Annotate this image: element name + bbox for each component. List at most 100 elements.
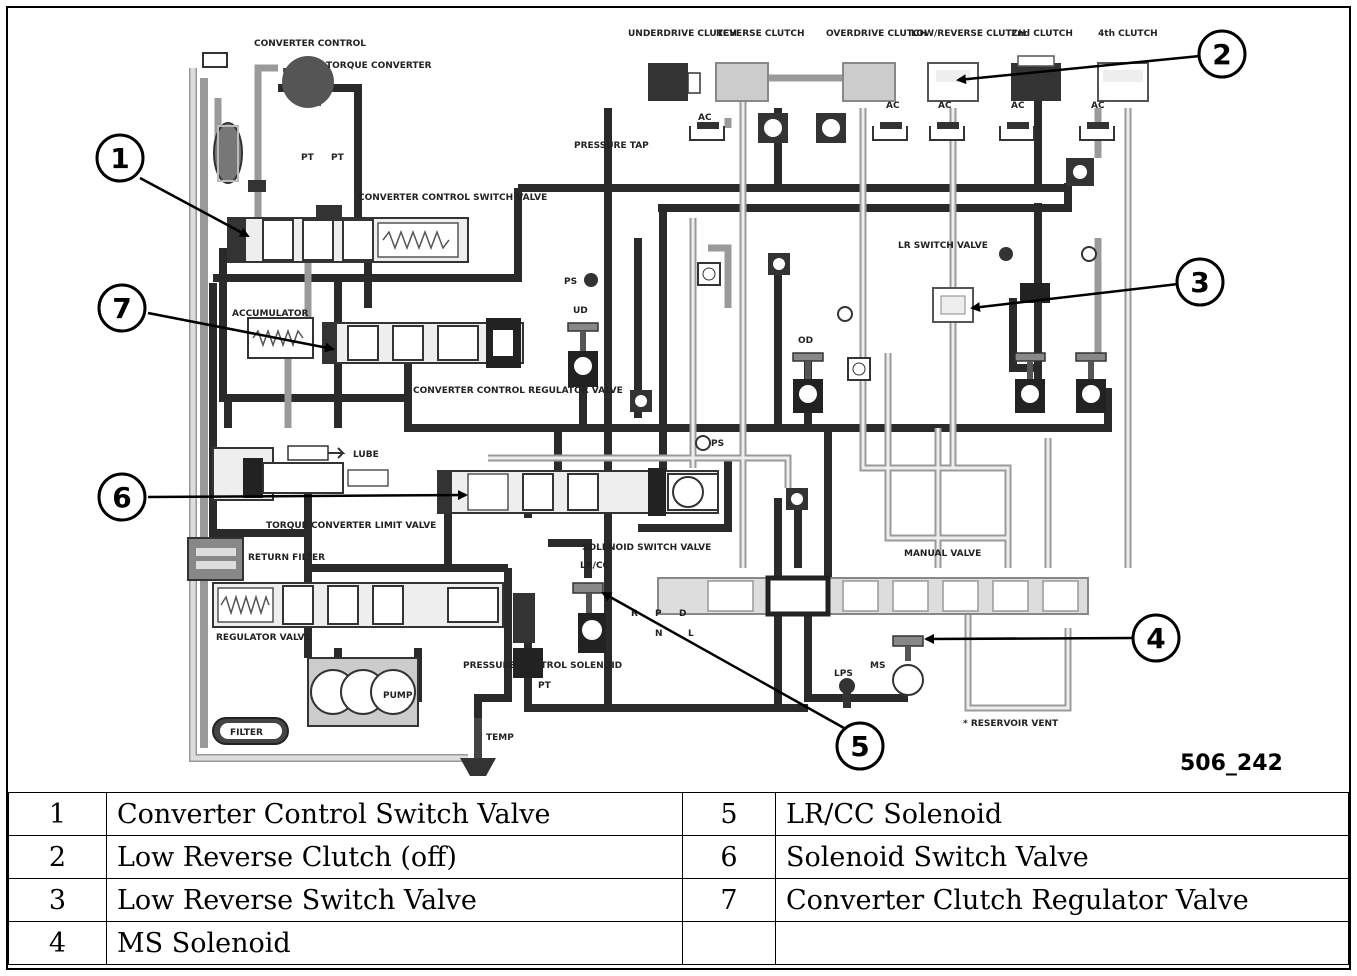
label-low-reverse-clutch: LOW/REVERSE CLUTCH [911,29,1026,39]
label-filter: FILTER [230,728,263,738]
legend-num: 4 [8,921,107,965]
gear-r: R [631,609,638,619]
4c-solenoid [1075,352,1107,413]
label-ac-5: AC [1091,101,1105,111]
label-lps: LPS [834,669,853,679]
label-pump: PUMP [383,691,413,701]
label-converter-control-switch-valve: CONVERTER CONTROL SWITCH VALVE [358,193,547,203]
callout-7: 7 [97,283,147,333]
legend-num: 5 [682,792,776,836]
callout-5: 5 [835,721,885,771]
label-accumulator: ACCUMULATOR [232,309,309,319]
label-converter-control: CONVERTER CONTROL [254,39,366,49]
gear-n: N [655,629,663,639]
overdrive-clutch [842,62,896,102]
label-regulator-valve: REGULATOR VALVE [216,633,311,643]
callout-3: 3 [1175,257,1225,307]
callout-4: 4 [1131,613,1181,663]
2c-solenoid [1014,352,1046,413]
figure-frame: CONVERTER CONTROL TORQUE CONVERTER UNDER… [6,6,1351,970]
gear-l: L [688,629,694,639]
label-reverse-clutch: REVERSE CLUTCH [716,29,805,39]
solenoid-switch-valve [437,468,719,516]
pump [307,657,419,727]
label-pressure-tap: PRESSURE TAP [574,141,649,151]
ud-solenoid [567,322,599,387]
check-valves [316,113,1094,510]
label-temp: TEMP [486,733,514,743]
label-manual-valve: MANUAL VALVE [904,549,981,559]
callout-6: 6 [97,472,147,522]
label-ac-4: AC [1011,101,1025,111]
label-ac-2: AC [886,101,900,111]
label-underdrive-clutch: UNDERDRIVE CLUTCH [628,29,737,39]
label-torque-converter-limit-valve: TORQUE CONVERTER LIMIT VALVE [266,521,436,531]
legend-num: 7 [682,878,776,922]
label-ac-1: AC [698,113,712,123]
label-solenoid-switch-valve: SOLENOID SWITCH VALVE [582,543,711,553]
underdrive-clutch [648,63,701,101]
label-pressure-control-solenoid: PRESSURE CONTROL SOLENOID [463,661,622,671]
label-return-filter: RETURN FILTER [248,553,325,563]
2c-valve-body [1020,283,1050,303]
fourth-clutch [1097,62,1149,102]
label-lr-switch-valve: LR SWITCH VALVE [898,241,988,251]
legend-row: 2 Low Reverse Clutch (off) 6 Solenoid Sw… [8,835,1349,879]
manual-valve [657,575,1089,617]
label-lr-cc: LR/CC [580,561,610,571]
pressure-switches [584,246,1097,451]
legend-table: 1 Converter Control Switch Valve 5 LR/CC… [8,792,1349,965]
label-ps-2: PS [711,439,724,449]
legend-label: LR/CC Solenoid [775,792,1349,836]
label-ms: MS [870,661,885,671]
legend-num: 2 [8,835,107,879]
legend-label: Low Reverse Switch Valve [106,878,683,922]
label-overdrive-clutch: OVERDRIVE CLUTCH [826,29,927,39]
legend-num: 1 [8,792,107,836]
lps-switch [839,678,855,708]
filter [212,717,289,745]
callout-2: 2 [1197,29,1247,79]
torque-converter [202,52,334,192]
od-solenoid [792,352,824,413]
label-second-clutch: 2nd CLUTCH [1011,29,1073,39]
label-ps-1: PS [564,277,577,287]
legend-label: Low Reverse Clutch (off) [106,835,683,879]
label-pt-1: PT [301,153,315,163]
converter-control-switch-valve [227,217,469,263]
label-od: OD [798,336,813,346]
svg-text:3: 3 [1190,266,1209,299]
reverse-clutch [715,62,769,102]
svg-text:1: 1 [110,142,129,175]
legend-label: Converter Clutch Regulator Valve [775,878,1349,922]
legend-label: Converter Control Switch Valve [106,792,683,836]
svg-text:2: 2 [1212,38,1231,71]
legend-row: 1 Converter Control Switch Valve 5 LR/CC… [8,792,1349,836]
label-converter-control-regulator-valve: CONVERTER CONTROL REGULATOR VALVE [413,386,623,396]
regulator-valve [212,582,543,678]
legend-row: 3 Low Reverse Switch Valve 7 Converter C… [8,878,1349,922]
label-pt-2: PT [331,153,345,163]
svg-text:5: 5 [850,730,869,763]
svg-text:7: 7 [112,292,131,325]
svg-text:4: 4 [1146,622,1165,655]
legend-label [775,921,1349,965]
legend-num: 3 [8,878,107,922]
temp-sensor [460,718,496,776]
low-reverse-clutch [927,62,979,102]
label-ac-3: AC [938,101,952,111]
lr-cc-solenoid [572,582,606,653]
torque-converter-limit-valve [212,445,389,501]
legend-num: 6 [682,835,776,879]
label-pt-3: PT [538,681,552,691]
legend-row: 4 MS Solenoid [8,921,1349,965]
ms-solenoid [892,635,924,696]
label-torque-converter: TORQUE CONVERTER [326,61,432,71]
return-filter [187,537,244,581]
legend-label: Solenoid Switch Valve [775,835,1349,879]
label-fourth-clutch: 4th CLUTCH [1098,29,1158,39]
gear-d: D [679,609,686,619]
label-ud: UD [573,306,588,316]
label-lube: LUBE [353,450,379,460]
diagram-text: CONVERTER CONTROL TORQUE CONVERTER UNDER… [216,29,1158,743]
